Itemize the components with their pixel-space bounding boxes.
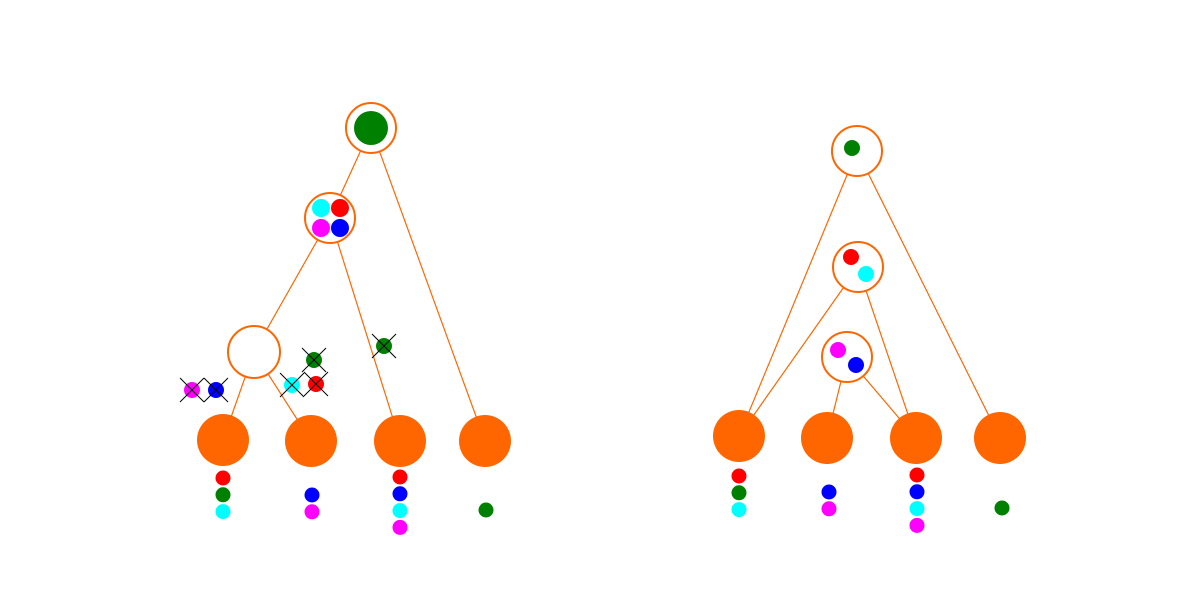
edge-root-leaf-4 (370, 127, 486, 442)
internal-node-mid (304, 192, 356, 244)
internal-node-mid (832, 241, 884, 293)
trait-dot-green (354, 111, 388, 145)
leaf-node (801, 412, 853, 464)
leaf-node (374, 415, 426, 467)
cross-mark (279, 372, 305, 398)
leaf-trait-dot-blue (909, 484, 925, 500)
leaf-node (974, 412, 1026, 464)
leaf-trait-dot-cyan (909, 501, 925, 517)
right-tree (713, 125, 1026, 533)
edge-mid-leaf-3 (329, 217, 401, 442)
trait-dot-red (843, 249, 859, 265)
trait-dot-blue (331, 219, 349, 237)
leaf-trait-dot-cyan (215, 504, 231, 520)
leaf-node (285, 415, 337, 467)
trait-dot-magenta (830, 342, 846, 358)
leaf-trait-dot-cyan (392, 503, 408, 519)
leaf-trait-dot-magenta (909, 517, 925, 533)
leaf-trait-dot-blue (821, 484, 837, 500)
cross-mark (371, 333, 397, 359)
trait-dot-red (331, 199, 349, 217)
leaf-node (713, 410, 765, 462)
leaf-trait-dot-green (215, 487, 231, 503)
leaf-trait-dot-green (478, 502, 494, 518)
leaf-trait-dot-red (909, 467, 925, 483)
edge-mid-leaf-3 (857, 266, 917, 439)
trait-dot-magenta (312, 219, 330, 237)
left-tree (179, 102, 511, 535)
trait-dot-green (844, 140, 860, 156)
trait-dot-cyan (858, 266, 874, 282)
cross-mark (179, 377, 205, 403)
cross-mark (203, 377, 229, 403)
leaf-trait-dot-red (215, 470, 231, 486)
leaf-trait-dot-magenta (392, 519, 408, 535)
internal-node-low (227, 325, 281, 379)
leaf-node (197, 414, 249, 466)
leaf-node (459, 415, 511, 467)
leaf-trait-dot-magenta (304, 504, 320, 520)
edge-root-leaf-4 (856, 150, 1001, 439)
cross-mark (303, 371, 329, 397)
edge-mid-leaf-1 (738, 266, 859, 437)
leaf-trait-dot-red (392, 469, 408, 485)
leaf-node (890, 412, 942, 464)
leaf-trait-dot-green (731, 485, 747, 501)
leaf-trait-dot-magenta (821, 501, 837, 517)
edge-root-leaf-1 (738, 150, 858, 437)
leaf-trait-dot-blue (304, 487, 320, 503)
trait-dot-cyan (312, 199, 330, 217)
leaf-trait-dot-cyan (731, 502, 747, 518)
leaf-trait-dot-blue (392, 486, 408, 502)
leaf-trait-dot-green (994, 500, 1010, 516)
cross-mark (301, 347, 327, 373)
trait-dot-blue (848, 357, 864, 373)
internal-node-low (821, 331, 873, 383)
leaf-trait-dot-red (731, 468, 747, 484)
